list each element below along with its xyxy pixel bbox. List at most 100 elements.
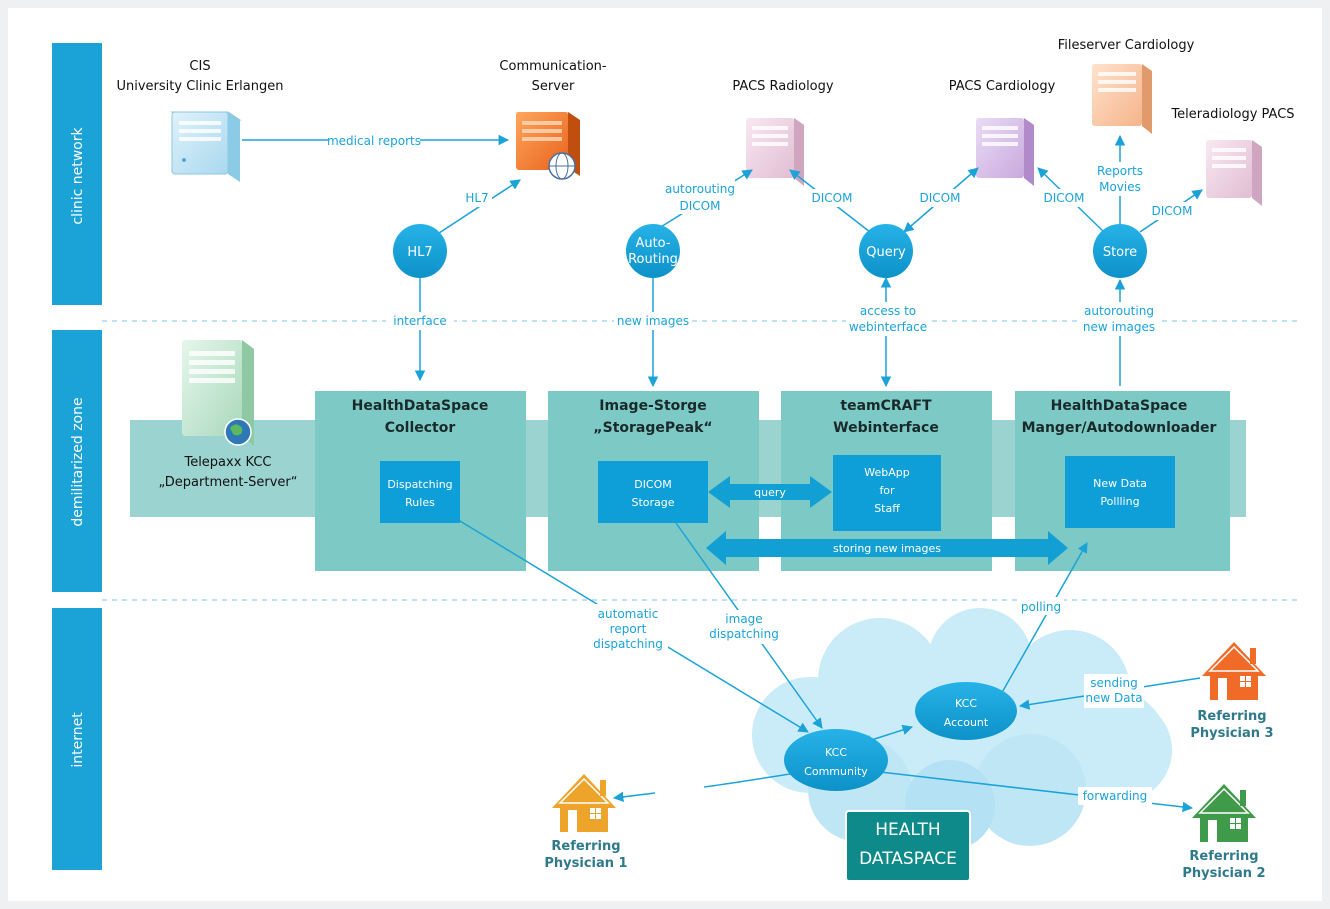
edge-label-interface: interface [393,314,447,328]
server-pacs-radiology-icon [746,118,804,186]
zone-label-internet: internet [70,712,86,768]
edge-bg-image-disp [704,610,784,644]
edge-label-reports-1: Reports [1097,164,1143,178]
server-telepaxx-label-1: Telepaxx KCC [183,455,271,470]
node-kcc-community: KCC Community [784,729,888,791]
box-new-data-polling: New Data Pollling [1065,456,1175,528]
edge-bg-reports [1096,162,1144,196]
edge-label-auto-report-1: automatic [598,607,659,621]
server-cis-icon [170,111,242,182]
server-cis-label-1: CIS [189,59,210,74]
module-manager-title-1: HealthDataSpace [1051,398,1188,414]
edge-label-query: query [754,486,786,499]
svg-text:Dispatching: Dispatching [387,478,452,491]
module-teamcraft-title-1: teamCRAFT [840,398,932,414]
server-teleradiology-icon [1206,140,1262,206]
server-fileserver-label: Fileserver Cardiology [1058,38,1195,53]
edge-bg-sending [1084,674,1144,708]
svg-text:Staff: Staff [874,502,900,515]
edge-bg-dicom-tele [1148,202,1196,220]
edge-label-storing: storing new images [833,542,941,555]
svg-text:Rules: Rules [405,496,435,509]
health-badge-line-1: HEALTH [875,820,940,840]
svg-text:for: for [879,484,895,497]
edge-label-image-disp-2: dispatching [709,627,779,641]
physician-3-label-2: Physician 3 [1190,726,1273,741]
svg-text:Routing: Routing [628,252,678,267]
edge-label-auto-report-3: dispatching [593,637,663,651]
edge-label-auto-report-2: report [610,622,647,636]
svg-text:DICOM: DICOM [634,478,672,491]
zone-label-dmz: demilitarized zone [70,397,86,526]
edge-label-dicom-card: DICOM [920,191,961,205]
svg-text:KCC: KCC [955,697,977,710]
edge-label-dicom-tele: DICOM [1152,204,1193,218]
svg-text:Query: Query [866,245,906,260]
edge-bg-dicom-rad [808,189,856,207]
svg-text:Account: Account [944,716,989,729]
svg-text:Community: Community [804,765,868,778]
edge-bg-polling [1018,597,1064,615]
edge-label-hl7: HL7 [465,191,488,205]
house-physician-2-icon [1192,784,1256,842]
edge-label-access-2: webinterface [849,320,927,334]
edge-bg-auto-report [588,604,668,654]
node-query: Query [859,224,913,278]
svg-text:Storage: Storage [631,496,674,509]
server-comm-label-2: Server [532,79,575,94]
query-double-arrow: query [708,476,832,508]
server-cis-label-2: University Clinic Erlangen [116,79,283,94]
svg-text:HL7: HL7 [407,245,432,260]
health-badge-line-2: DATASPACE [859,849,957,869]
zone-bar-internet: internet [52,608,102,870]
svg-text:Auto-: Auto- [635,236,670,251]
server-comm-label-1: Communication- [499,59,606,74]
server-communication-icon [516,112,580,180]
edge-bg-hl7 [462,189,492,207]
svg-text:WebApp: WebApp [864,466,909,479]
edge-label-polling: polling [1021,600,1061,614]
edge-bg-dicom-card [916,189,964,207]
storing-double-arrow: storing new images [706,531,1068,565]
node-kcc-account: KCC Account [915,682,1017,740]
server-telepaxx-icon [182,340,254,446]
module-storage-title-1: Image-Storge [599,398,706,414]
module-collector-title-1: HealthDataSpace [352,398,489,414]
svg-text:Pollling: Pollling [1100,495,1139,508]
server-teleradiology-label: Teleradiology PACS [1170,107,1294,122]
box-dicom-storage: DICOM Storage [598,461,708,523]
edge-label-sending-2: new Data [1085,691,1142,705]
edge-label-autorouting-new-2: new images [1083,320,1155,334]
box-webapp-staff: WebApp for Staff [833,455,941,531]
edge-bg-forwarding [1078,787,1152,805]
house-physician-3-icon [1202,642,1266,700]
edge-label-forwarding: forwarding [1083,789,1148,803]
house-physician-1-icon [552,774,616,832]
edge-bg-interface [386,312,454,330]
edge-bg-autorouting-new [1078,302,1160,336]
svg-text:KCC: KCC [825,746,847,759]
physician-2-label-1: Referring [1189,849,1258,864]
svg-text:Store: Store [1103,245,1137,260]
edge-bg-medical-reports [328,131,420,149]
server-fileserver-icon [1092,64,1152,134]
module-manager-title-2: Manger/Autodownloader [1022,420,1217,436]
zone-bar-clinic: clinic network [52,43,102,305]
edge-label-autorouting-1: autorouting [665,182,735,196]
node-hl7: HL7 [393,224,447,278]
edge-bg-access [846,302,928,336]
server-pacs-rad-label: PACS Radiology [732,79,833,94]
physician-3-label-1: Referring [1197,709,1266,724]
module-collector-title-2: Collector [385,420,456,436]
edge-label-access-1: access to [860,304,916,318]
edge-label-medical-reports: medical reports [327,134,421,148]
module-teamcraft-title-2: Webinterface [833,420,939,436]
health-dataspace-badge: HEALTH DATASPACE [845,810,971,882]
server-pacs-card-label: PACS Cardiology [949,79,1056,94]
server-telepaxx-label-2: „Department-Server“ [159,475,298,490]
edge-label-autorouting-2: DICOM [680,199,721,213]
edge-label-new-images: new images [617,314,689,328]
edge-label-image-disp-1: image [725,612,762,626]
node-autorouting: Auto- Routing [626,224,680,278]
